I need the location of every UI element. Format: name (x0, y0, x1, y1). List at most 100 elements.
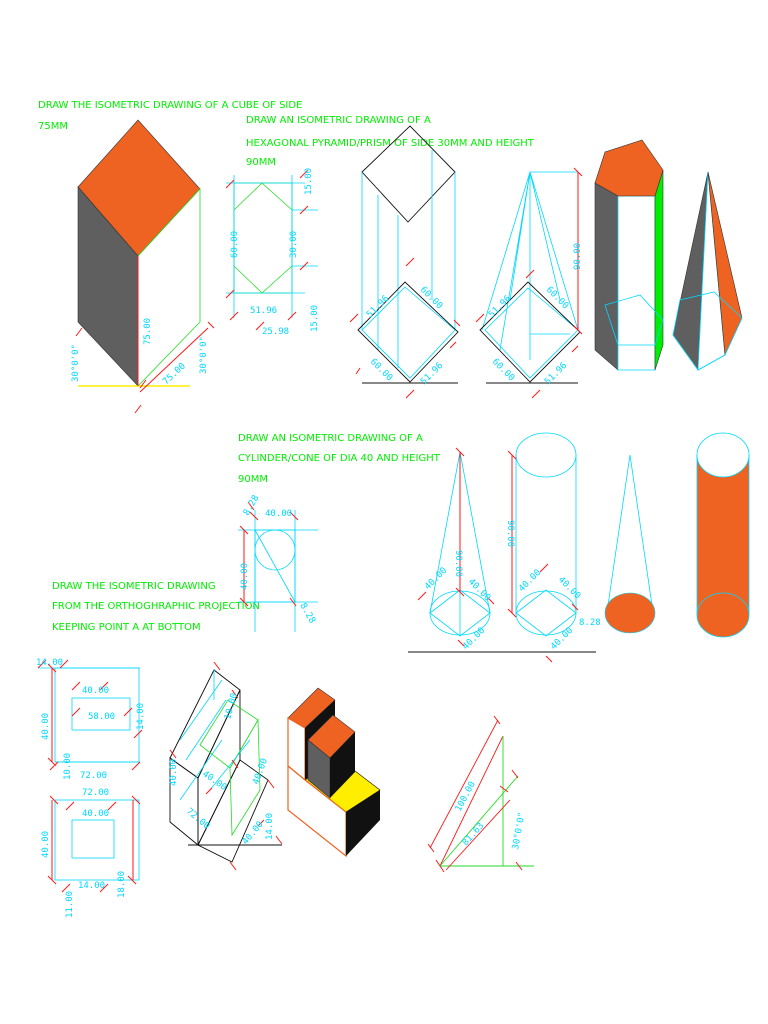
cylinder-isometric: 90.00 40.00 40.00 40.00 8.28 (505, 432, 601, 663)
hex-plan-dim-5196: 51.96 (250, 306, 277, 316)
cone-isometric: 90.00 40.00 40.00 40.00 (408, 447, 596, 653)
cyl-plan-circle (254, 529, 296, 571)
cyl-title: DRAW AN ISOMETRIC DRAWING OF A CYLINDER/… (238, 433, 441, 485)
top-dim-40-side: 40.00 (41, 831, 51, 858)
cube-dim-angle-right: 30°0'0" (199, 336, 209, 374)
hex-title-line3: 90MM (246, 157, 276, 168)
cyl-title-line3: 90MM (238, 474, 268, 485)
solid-pyramid-base (672, 291, 743, 371)
cyl-plan-dim-828-bottom: 8.28 (297, 602, 317, 626)
solid-cone-sides (606, 454, 654, 613)
ortho-title-line3: KEEPING POINT A AT BOTTOM (52, 622, 201, 633)
cylinder-dim-40-b: 40.00 (556, 575, 582, 601)
angle-construction: 100.00 81.63 30°0'0" (427, 715, 534, 873)
pyramid-dim-60-b: 60.00 (490, 357, 516, 383)
cone-dim-40-c: 40.00 (461, 626, 487, 652)
front-dim-14-right: 14.00 (136, 703, 146, 730)
cube-dim-angle-left: 30°0'0" (71, 344, 81, 382)
solid-cylinder-bottom (696, 592, 750, 638)
iso-wire-dim-40-left: 40.00 (169, 759, 179, 786)
cylinder-dim-40-c: 40.00 (549, 626, 575, 652)
cube-title-line1: DRAW THE ISOMETRIC DRAWING OF A CUBE OF … (38, 100, 302, 111)
isometric-cube: 30°0'0" 75.00 75.00 30°0'0" (71, 119, 215, 414)
top-dim-40-top: 40.00 (82, 809, 109, 819)
cone-dim-90: 90.00 (453, 550, 463, 577)
pyramid-dim-5196-a: 51.96 (487, 294, 513, 320)
top-view-inner (71, 819, 115, 859)
top-dim-18: 18.00 (117, 871, 127, 898)
hex-plan-box (233, 182, 293, 294)
cyl-plan-ticks (239, 501, 299, 607)
solid-prism-left-face (594, 182, 619, 371)
cone-dim-40-b: 40.00 (466, 577, 492, 603)
solid-hexagonal-prism (594, 139, 664, 371)
hex-plan-ticks (225, 169, 309, 331)
front-dim-14: 14.00 (36, 658, 63, 668)
front-dim-72: 72.00 (80, 771, 107, 781)
pyramid-dim-ticks (475, 167, 583, 399)
cyl-plan-dim-40-side: 40.00 (240, 563, 250, 590)
cylinder-dim-ticks (507, 450, 579, 663)
ortho-title: DRAW THE ISOMETRIC DRAWING FROM THE ORTH… (52, 581, 260, 633)
hex-plan-dim-60: 60.00 (230, 231, 240, 258)
orthographic-isometric-wireframe: 40.00 10.00 40.00 40.00 72.00 40.00 14.0… (169, 661, 283, 871)
hex-plan-dim-2598: 25.98 (262, 327, 289, 337)
hexagonal-pyramid-isometric: 90.00 51.96 60.00 60.00 51.96 (475, 167, 583, 399)
solid-cylinder (696, 432, 750, 638)
cylinder-base-diamond (515, 589, 577, 637)
hex-title: DRAW AN ISOMETRIC DRAWING OF A HEXAGONAL… (246, 115, 535, 168)
iso-wire-dim-14: 14.00 (265, 813, 275, 840)
iso-wire-back-face (169, 669, 241, 779)
cyl-plan-diagonal (254, 529, 296, 603)
solid-prism-front-face (617, 195, 656, 371)
cyl-plan-dim-828-top: 8.28 (242, 494, 262, 518)
pyramid-slant-edges (481, 171, 579, 360)
hexagon-plan-view: 15.00 60.00 30.00 51.96 15.00 25.98 (225, 168, 320, 337)
pyramid-dim-60-a: 60.00 (544, 285, 570, 311)
cylinder-dim-90: 90.00 (505, 520, 515, 547)
top-view-outer (54, 799, 140, 881)
triangle-hypotenuse-red (439, 735, 504, 867)
solid-prism-top-face (594, 139, 664, 197)
prism-base-hex (361, 286, 456, 379)
solid-hexagonal-pyramid (672, 171, 743, 371)
triangle-dim-8163-label: 81.63 (461, 821, 487, 848)
solid-cone-base (604, 592, 656, 634)
front-dim-10: 10.00 (63, 753, 73, 780)
solid-prism-base-hidden (604, 294, 664, 346)
triangle-ticks (427, 715, 523, 873)
ortho-title-line2: FROM THE ORTHOGHRAPHIC PROJECTION (52, 601, 260, 612)
cylinder-top-ellipse (515, 432, 577, 478)
hex-title-line2: HEXAGONAL PYRAMID/PRISM OF SIDE 30MM AND… (246, 138, 535, 149)
cone-dim-40-a: 40.00 (423, 566, 449, 592)
orthographic-top-view: 72.00 40.00 40.00 11.00 14.00 18.00 (41, 788, 141, 918)
triangle-dim-100 (429, 719, 499, 849)
cube-dim-75-vertical: 75.00 (143, 318, 153, 345)
solid-cone (604, 454, 656, 634)
solid-block-right-black (346, 790, 380, 856)
front-dim-40-side: 40.00 (41, 713, 51, 740)
ortho-title-line1: DRAW THE ISOMETRIC DRAWING (52, 581, 216, 592)
triangle-green-line (439, 775, 519, 867)
hex-plan-outline (233, 182, 293, 294)
front-dim-58: 58.00 (88, 712, 115, 722)
prism-dim-60-b: 60.00 (368, 357, 394, 383)
cube-title: DRAW THE ISOMETRIC DRAWING OF A CUBE OF … (38, 100, 302, 132)
front-view-slot (71, 697, 131, 731)
front-ticks (37, 659, 143, 771)
cylinder-dim-828: 8.28 (579, 618, 601, 628)
triangle-dim-8163 (445, 799, 511, 871)
hex-plan-dim-15-bottom: 15.00 (310, 305, 320, 332)
cube-dim-75-edge: 75.00 (161, 361, 188, 387)
cube-dim-ticks (75, 321, 215, 414)
cylinder-dim-40-a: 40.00 (517, 568, 543, 594)
iso-wire-green-side (229, 718, 261, 837)
front-dim-40-top: 40.00 (82, 686, 109, 696)
top-ticks (47, 795, 141, 893)
hexagonal-prism-isometric: 51.96 60.00 60.00 51.96 (349, 125, 461, 399)
prism-base-diamond (357, 281, 459, 383)
iso-wire-construction (179, 670, 251, 801)
cube-dim-side (139, 327, 209, 393)
cone-dim-ticks (417, 447, 495, 647)
